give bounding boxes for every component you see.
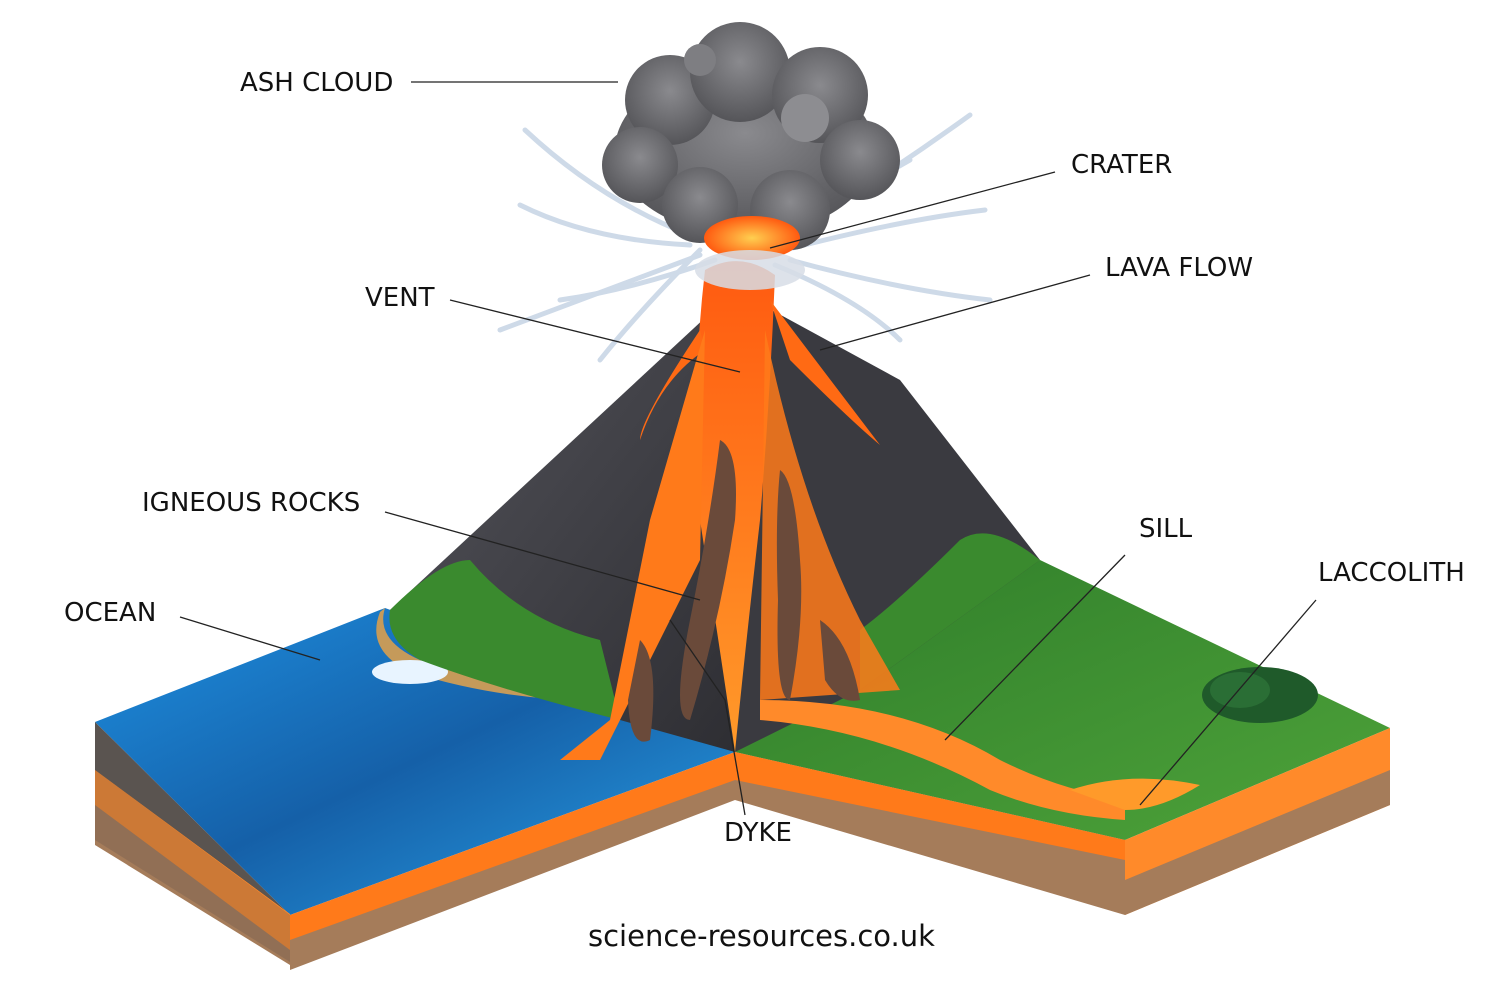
grass-block [735, 560, 1390, 915]
leader-line-crater [769, 171, 1056, 249]
leader-line-vent [449, 299, 741, 373]
label-lava-flow: LAVA FLOW [1105, 253, 1254, 283]
leader-lines [179, 81, 1317, 816]
leader-line-ocean [179, 616, 321, 661]
label-ash-cloud: ASH CLOUD [240, 68, 394, 98]
leader-line-laccolith [1139, 599, 1317, 806]
eruption [497, 22, 993, 363]
leader-line-sill [944, 554, 1126, 741]
source-credit: science-resources.co.uk [588, 919, 935, 953]
label-crater: CRATER [1071, 150, 1173, 180]
label-igneous-rocks: IGNEOUS ROCKS [142, 488, 361, 518]
leader-line-igneous-rocks [384, 511, 701, 601]
leader-line-lava-flow [819, 274, 1091, 351]
label-dyke: DYKE [724, 818, 792, 848]
label-laccolith: LACCOLITH [1318, 558, 1465, 588]
label-vent: VENT [365, 283, 435, 313]
lava-cross-section [560, 261, 1200, 820]
leader-line-dyke [669, 619, 746, 816]
label-ocean: OCEAN [64, 598, 157, 628]
label-sill: SILL [1139, 514, 1193, 544]
